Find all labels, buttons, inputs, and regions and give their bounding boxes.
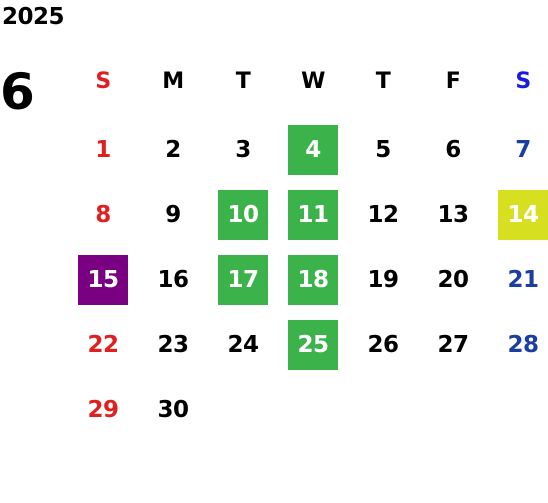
- weekday-header-sat: S: [515, 68, 531, 94]
- day-cell[interactable]: 6: [445, 137, 461, 163]
- day-cell[interactable]: 5: [375, 137, 391, 163]
- year-label: 2025: [2, 4, 65, 30]
- month-label: 6: [0, 63, 35, 121]
- weekday-header-wed: W: [301, 68, 325, 94]
- day-cell[interactable]: 1: [95, 137, 111, 163]
- day-cell[interactable]: 30: [157, 397, 189, 423]
- weekday-header-sun: S: [95, 68, 111, 94]
- day-cell-highlighted[interactable]: 25: [288, 320, 338, 370]
- day-cell-highlighted[interactable]: 11: [288, 190, 338, 240]
- day-cell[interactable]: 12: [367, 202, 399, 228]
- day-cell[interactable]: 29: [87, 397, 119, 423]
- day-cell[interactable]: 26: [367, 332, 399, 358]
- day-cell-highlighted[interactable]: 14: [498, 190, 548, 240]
- day-cell[interactable]: 21: [507, 267, 539, 293]
- day-cell[interactable]: 20: [437, 267, 469, 293]
- day-cell[interactable]: 24: [227, 332, 259, 358]
- day-cell[interactable]: 3: [235, 137, 251, 163]
- day-cell-highlighted[interactable]: 17: [218, 255, 268, 305]
- day-cell[interactable]: 28: [507, 332, 539, 358]
- day-cell[interactable]: 13: [437, 202, 469, 228]
- weekday-header-tue: T: [235, 68, 251, 94]
- day-cell[interactable]: 19: [367, 267, 399, 293]
- day-cell[interactable]: 7: [515, 137, 531, 163]
- day-cell[interactable]: 2: [165, 137, 181, 163]
- weekday-header-thu: T: [375, 68, 391, 94]
- day-cell[interactable]: 27: [437, 332, 469, 358]
- day-cell-highlighted[interactable]: 10: [218, 190, 268, 240]
- weekday-header-mon: M: [162, 68, 184, 94]
- day-cell-highlighted[interactable]: 18: [288, 255, 338, 305]
- weekday-header-fri: F: [445, 68, 461, 94]
- day-cell-highlighted[interactable]: 4: [288, 125, 338, 175]
- day-cell[interactable]: 9: [165, 202, 181, 228]
- day-cell[interactable]: 8: [95, 202, 111, 228]
- day-cell[interactable]: 22: [87, 332, 119, 358]
- day-cell[interactable]: 16: [157, 267, 189, 293]
- day-cell[interactable]: 23: [157, 332, 189, 358]
- day-cell-highlighted[interactable]: 15: [78, 255, 128, 305]
